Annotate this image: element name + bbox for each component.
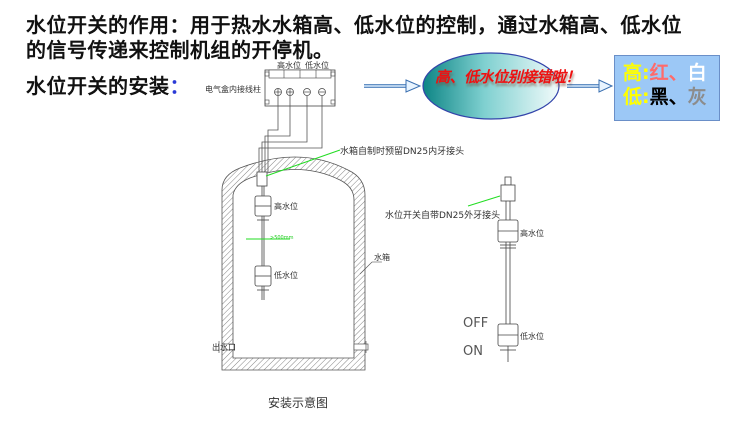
warning-callout-text: 高、低水位别接错啦！ [434, 68, 581, 86]
terminal-high-label: 高水位 [277, 61, 301, 70]
install-heading-text: 水位开关的安装 [26, 74, 170, 98]
tank-distance-note: >500mm [270, 235, 294, 241]
tank-float-switch [254, 171, 272, 300]
tank-low-float-label: 低水位 [274, 271, 298, 280]
legend-high-color-1: 红 [649, 62, 669, 84]
legend-high-colon: : [642, 62, 650, 84]
terminal-block [264, 69, 336, 107]
fitting-leader-line [265, 149, 341, 177]
on-label: ON [463, 344, 483, 359]
tank-label: 水箱 [374, 253, 390, 262]
warning-ellipse [422, 52, 560, 120]
legend-row-low: 低:黑、灰 [623, 86, 707, 108]
terminal-block-label: 电气盒内接线柱 [205, 85, 261, 94]
purpose-line-1: 水位开关的作用：用于热水水箱高、低水位的控制，通过水箱高、低水位 [26, 13, 682, 37]
switch-fitting-leader-line [467, 195, 501, 207]
legend-low-label: 低 [623, 86, 643, 108]
signal-wires [258, 96, 323, 172]
legend-low-color-1: 黑 [649, 86, 669, 108]
legend-row-high: 高:红、白 [623, 62, 707, 84]
legend-high-sep: 、 [668, 62, 688, 84]
legend-low-colon: : [642, 86, 650, 108]
off-label: OFF [463, 316, 489, 331]
legend-low-color-2: 灰 [687, 86, 707, 108]
arrow-to-callout [364, 79, 422, 93]
legend-low-sep: 、 [668, 86, 688, 108]
install-heading-colon: ： [169, 74, 190, 98]
outlet-label: 出水口 [212, 343, 236, 352]
switch-high-float-label: 高水位 [520, 229, 544, 238]
purpose-line-2: 的信号传递来控制机组的开停机。 [26, 38, 334, 62]
legend-high-label: 高 [623, 62, 643, 84]
legend-high-color-2: 白 [687, 62, 707, 84]
switch-fitting-note: 水位开关自带DN25外牙接头 [385, 211, 501, 221]
tank-high-float-label: 高水位 [274, 202, 298, 211]
install-heading: 水位开关的安装： [26, 70, 190, 99]
water-tank [218, 156, 382, 371]
arrow-to-legend [567, 79, 614, 93]
tank-fitting-note: 水箱自制时预留DN25内牙接头 [340, 147, 465, 157]
wire-color-legend: 高:红、白 低:黑、灰 [614, 55, 720, 121]
terminal-low-label: 低水位 [305, 61, 329, 70]
switch-low-float-label: 低水位 [520, 332, 544, 341]
diagram-caption: 安装示意图 [268, 396, 329, 410]
standalone-float-switch [497, 176, 519, 362]
